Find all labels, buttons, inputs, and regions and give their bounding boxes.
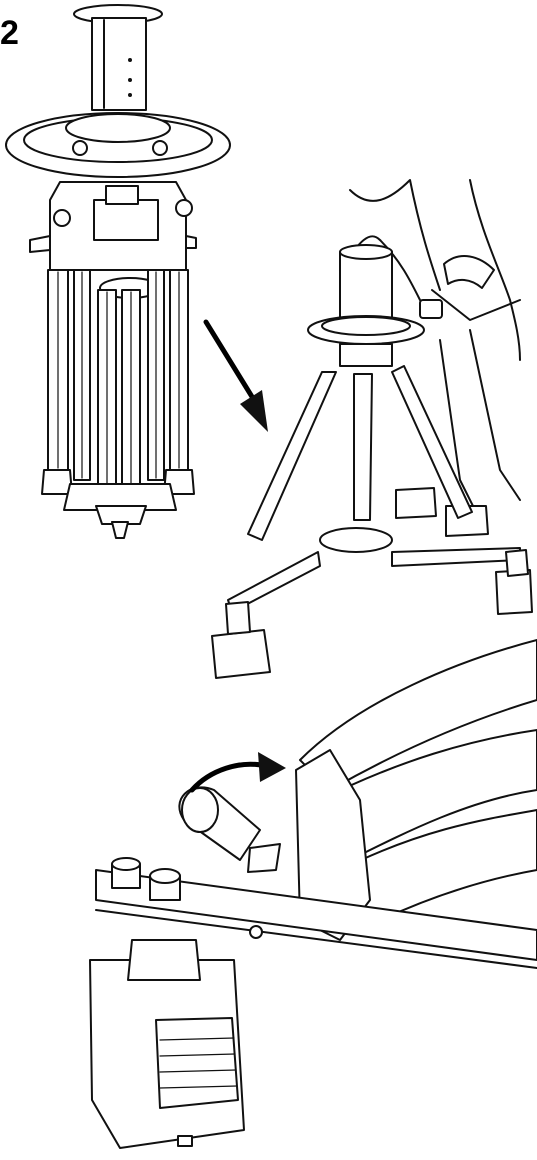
direction-arrow [203, 319, 268, 432]
clamp-detail-figure [89, 639, 537, 1149]
rotate-lever-arrow [189, 752, 286, 793]
tripod-figure [5, 4, 231, 539]
step-number: 2 [0, 14, 19, 52]
dolly-figure [211, 179, 533, 679]
